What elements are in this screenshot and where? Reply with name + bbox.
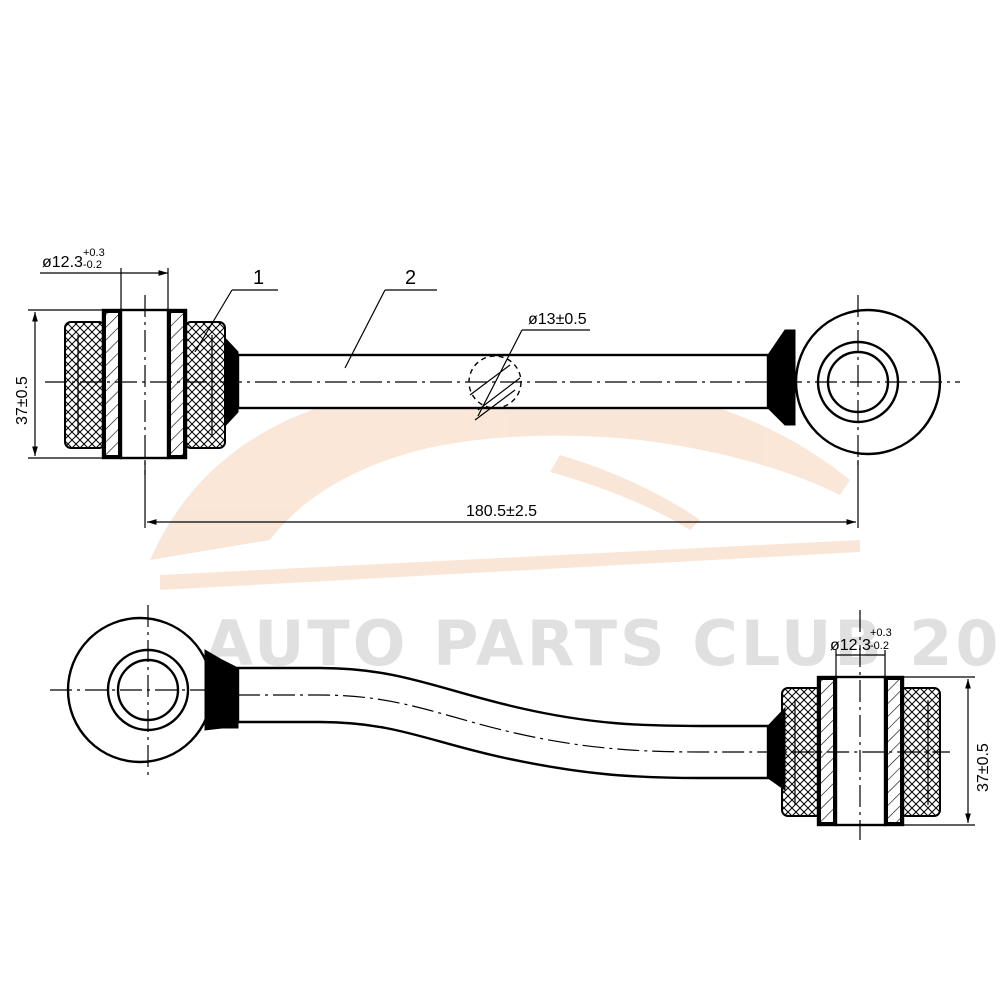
bottom-height: 37±0.5	[975, 743, 992, 792]
overall-length: 180.5±2.5	[466, 503, 537, 520]
top-bore-tol-upper: +0.3	[83, 247, 105, 259]
bottom-bore-tol-upper: +0.3	[870, 627, 892, 639]
rod-diameter: ø13±0.5	[528, 311, 587, 328]
bottom-rod	[236, 666, 770, 780]
bottom-dimensions: ø12.3 +0.3 -0.2 37±0.5	[830, 627, 992, 826]
top-bushing-rubber-right	[184, 321, 226, 449]
top-bore-diameter: ø12.3	[42, 254, 83, 271]
top-rod-collar-right	[767, 329, 796, 426]
watermark-logo	[150, 376, 860, 590]
bottom-rod-collar-left	[204, 649, 239, 731]
bottom-bushing	[781, 675, 941, 827]
top-bushing	[64, 308, 226, 460]
bottom-bore-diameter: ø12.3	[830, 637, 871, 654]
bottom-bore-tol-lower: -0.2	[870, 640, 889, 652]
callout-part-2: 2	[405, 267, 416, 289]
callout-part-1: 1	[253, 267, 264, 289]
top-height: 37±0.5	[14, 376, 31, 425]
bottom-view	[50, 605, 950, 840]
top-view	[45, 295, 960, 475]
top-bushing-rubber-left	[64, 321, 106, 449]
top-bore-tol-lower: -0.2	[83, 259, 102, 271]
top-dimensions: ø12.3 +0.3 -0.2 37±0.5 180.5±2.5 ø13±0.5…	[14, 247, 859, 528]
